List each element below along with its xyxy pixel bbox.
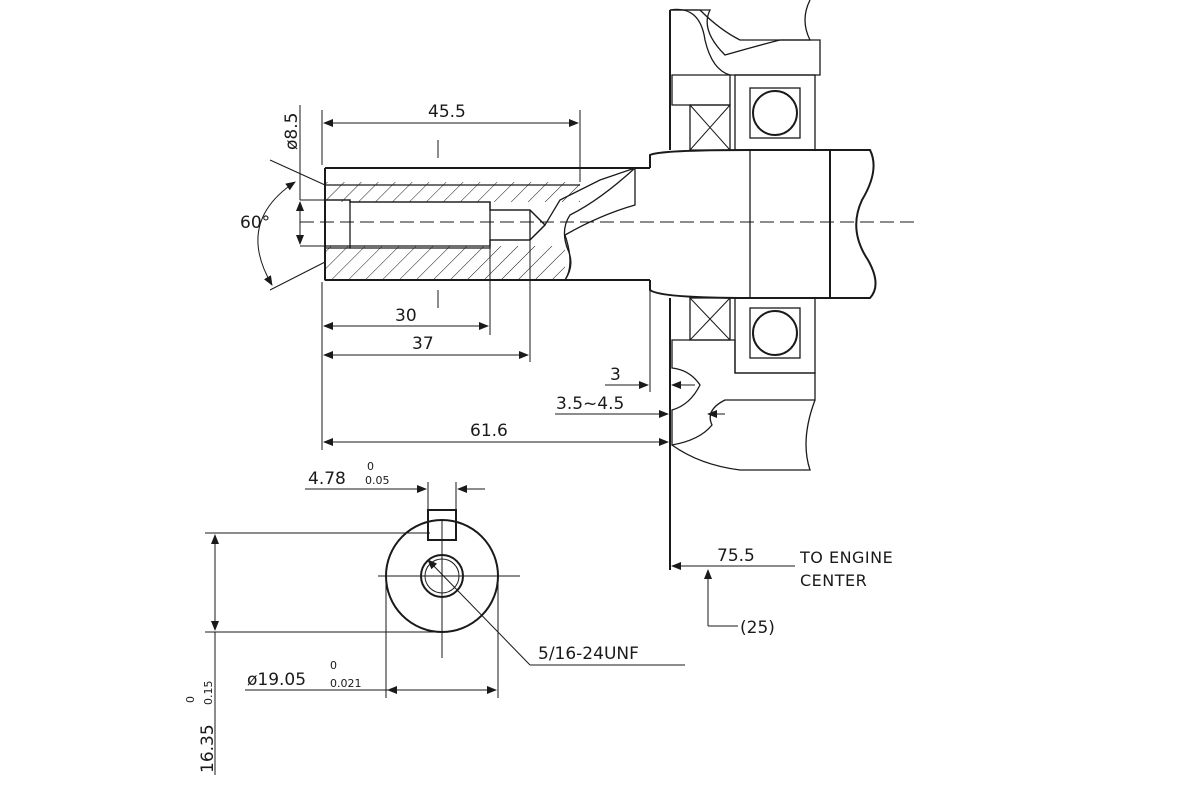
dim-key-width-lower: 0.05 xyxy=(365,474,390,487)
dim-key-depth-upper: 0 xyxy=(184,696,197,703)
shaft-side-view xyxy=(324,149,877,299)
shaft-hatch-bottom xyxy=(325,246,565,280)
dim-gap-3: 3 xyxy=(610,365,621,385)
dim-key-width-upper: 0 xyxy=(367,460,374,473)
bearing-ball-bottom xyxy=(752,310,798,356)
dim-chamfer-angle: 60° xyxy=(240,213,270,233)
dim-shaft-diameter-lower: 0.021 xyxy=(330,677,362,690)
dim-length-45-5: 45.5 xyxy=(428,102,466,122)
dim-shaft-diameter-upper: 0 xyxy=(330,659,337,672)
dim-key-depth-lower: 0.15 xyxy=(202,681,215,706)
dim-reference: (25) xyxy=(740,618,775,638)
dimensions-side: 45.5 ø8.5 60° 30 37 61.6 3 xyxy=(240,102,893,638)
bearing-ball-top xyxy=(752,90,798,136)
note-engine-center-1: TO ENGINE xyxy=(799,548,893,567)
dim-gap-range: 3.5~4.5 xyxy=(556,394,624,414)
dim-bore-diameter: ø8.5 xyxy=(282,113,302,150)
note-engine-center-2: CENTER xyxy=(800,571,867,590)
dim-key-width: 4.78 xyxy=(308,469,346,489)
bearing-housing xyxy=(669,0,821,570)
dim-key-depth: 16.35 xyxy=(198,724,218,773)
dim-engine-center: 75.5 xyxy=(717,546,755,566)
thread-spec-label: 5/16-24UNF xyxy=(538,644,639,664)
dim-shaft-diameter: ø19.05 xyxy=(247,670,306,690)
dim-drill-depth: 37 xyxy=(412,334,434,354)
dim-overall-length: 61.6 xyxy=(470,421,508,441)
shaft-hatch-top xyxy=(325,182,580,202)
shaft-end-view: 4.78 0 0.05 16.35 0 0.15 ø19.05 0 0.021 … xyxy=(184,460,685,775)
dim-thread-depth: 30 xyxy=(395,306,417,326)
